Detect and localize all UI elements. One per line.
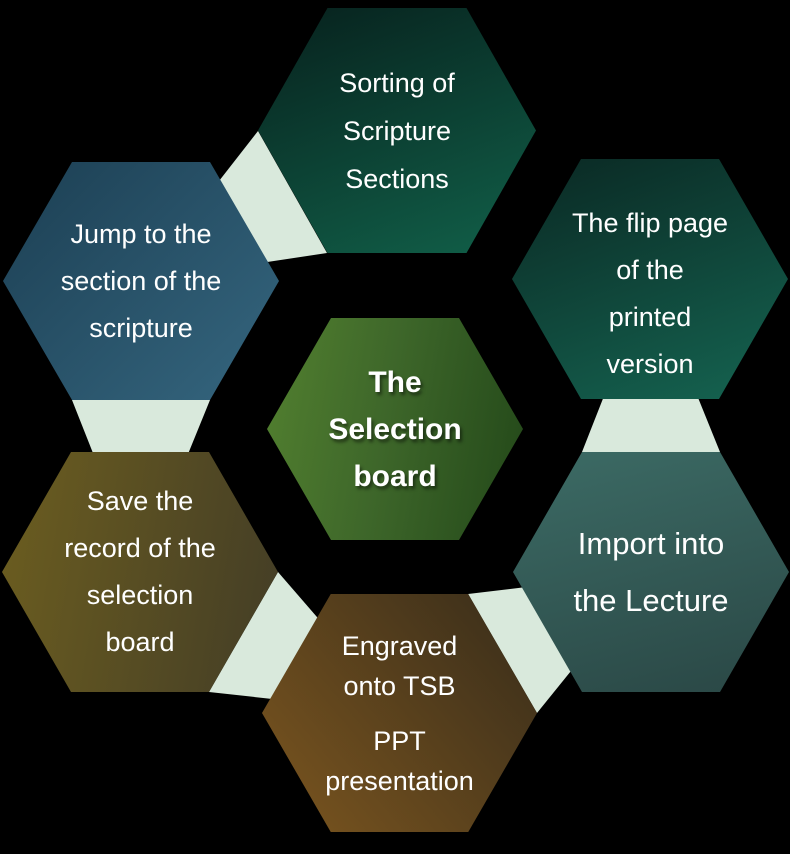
hexagon-sorting-of-scripture-sections: Sorting of Scripture Sections	[258, 8, 536, 253]
label-line: Selection	[328, 412, 462, 446]
label-line: The flip page	[571, 208, 729, 238]
label-line: Sections	[345, 163, 449, 194]
label-line: Engraved	[341, 630, 458, 661]
label-line: Save the	[86, 486, 194, 516]
hexagon-label: Import into the Lecture	[513, 515, 789, 629]
label-line: board	[353, 459, 437, 493]
label-line: Import into	[577, 526, 725, 561]
label-line: Sorting of	[339, 67, 455, 98]
hexagon-label: Save the record of the selection board	[2, 478, 278, 666]
label-line: of the	[616, 255, 684, 285]
hexagon-label: Sorting of Scripture Sections	[258, 59, 536, 203]
label-line: onto TSB	[343, 670, 456, 701]
hexagon-label: The Selection board	[267, 359, 523, 500]
label-line: version	[606, 349, 694, 379]
label-line: Scripture	[342, 115, 452, 146]
hexagon-label: Engraved onto TSB PPT presentation	[262, 626, 537, 801]
label-line: selection	[86, 580, 194, 610]
hexagon-save-record: Save the record of the selection board	[2, 452, 278, 692]
label-line: Jump to the	[70, 218, 212, 249]
hexagon-engraved-tsb-ppt: Engraved onto TSB PPT presentation	[262, 594, 537, 832]
label-line: printed	[608, 302, 692, 332]
label-line: board	[105, 627, 175, 657]
label-line: section of the	[60, 265, 222, 296]
label-line: The	[368, 365, 422, 399]
hexagon-import-into-lecture: Import into the Lecture	[513, 452, 789, 692]
label-paragraph: Engraved onto TSB	[262, 626, 537, 706]
hexagon-label: The flip page of the printed version	[512, 170, 788, 388]
label-line: record of the	[64, 533, 216, 563]
label-line: presentation	[325, 765, 474, 796]
label-line: the Lecture	[573, 583, 729, 618]
hexagon-label: Jump to the section of the scripture	[3, 211, 279, 352]
hexagon-flip-page-printed-version: The flip page of the printed version	[512, 159, 788, 399]
label-line: PPT	[373, 725, 426, 756]
label-line: scripture	[89, 312, 193, 343]
label-paragraph: PPT presentation	[262, 721, 537, 801]
